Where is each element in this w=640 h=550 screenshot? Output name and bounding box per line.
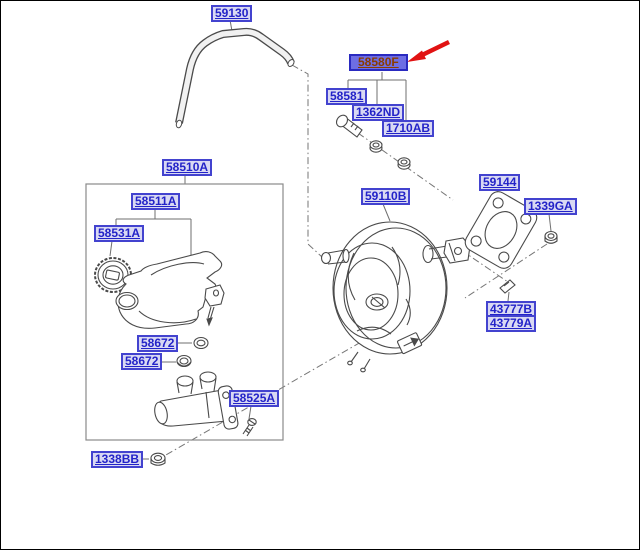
part-label-1362ND[interactable]: 1362ND xyxy=(352,104,405,121)
nut-drawing-1338BB xyxy=(150,452,166,466)
grommet-drawing-upper xyxy=(193,336,209,350)
part-label-59144[interactable]: 59144 xyxy=(479,174,521,191)
part-label-1339GA[interactable]: 1339GA xyxy=(524,198,577,215)
vacuum-hose-drawing xyxy=(175,27,295,129)
screw-drawing-58525A xyxy=(242,418,257,437)
bolt-drawing-58581 xyxy=(335,114,363,138)
part-label-58672-upper[interactable]: 58672 xyxy=(137,335,179,352)
part-label-43779A[interactable]: 43779A xyxy=(486,315,537,332)
fr-direction-tag xyxy=(397,332,423,355)
part-label-1710AB[interactable]: 1710AB xyxy=(382,120,435,137)
part-label-58511A[interactable]: 58511A xyxy=(131,193,181,210)
part-label-58672-lower[interactable]: 58672 xyxy=(121,353,163,370)
nut-drawing-1339GA xyxy=(544,230,558,244)
flange-nut-drawing-1710AB xyxy=(397,157,411,170)
part-label-58580F-highlighted[interactable]: 58580F xyxy=(349,54,408,71)
brake-booster-drawing xyxy=(320,221,471,373)
part-label-1338BB[interactable]: 1338BB xyxy=(91,451,144,468)
reservoir-drawing xyxy=(115,251,225,329)
part-label-59110B[interactable]: 59110B xyxy=(361,188,411,205)
grommet-drawing-lower xyxy=(176,354,192,368)
group-box-58510A xyxy=(85,183,284,441)
part-label-58510A[interactable]: 58510A xyxy=(162,159,213,176)
snap-pin-drawing xyxy=(499,279,516,294)
part-label-58525A[interactable]: 58525A xyxy=(229,390,280,407)
flange-nut-drawing-1362ND xyxy=(369,140,383,153)
red-callout-arrow xyxy=(407,39,450,62)
part-label-58581[interactable]: 58581 xyxy=(326,88,368,105)
part-label-59130[interactable]: 59130 xyxy=(211,5,253,22)
master-cylinder-drawing xyxy=(154,371,239,430)
part-label-58531A[interactable]: 58531A xyxy=(94,225,145,242)
gasket-drawing-59144 xyxy=(464,191,538,269)
